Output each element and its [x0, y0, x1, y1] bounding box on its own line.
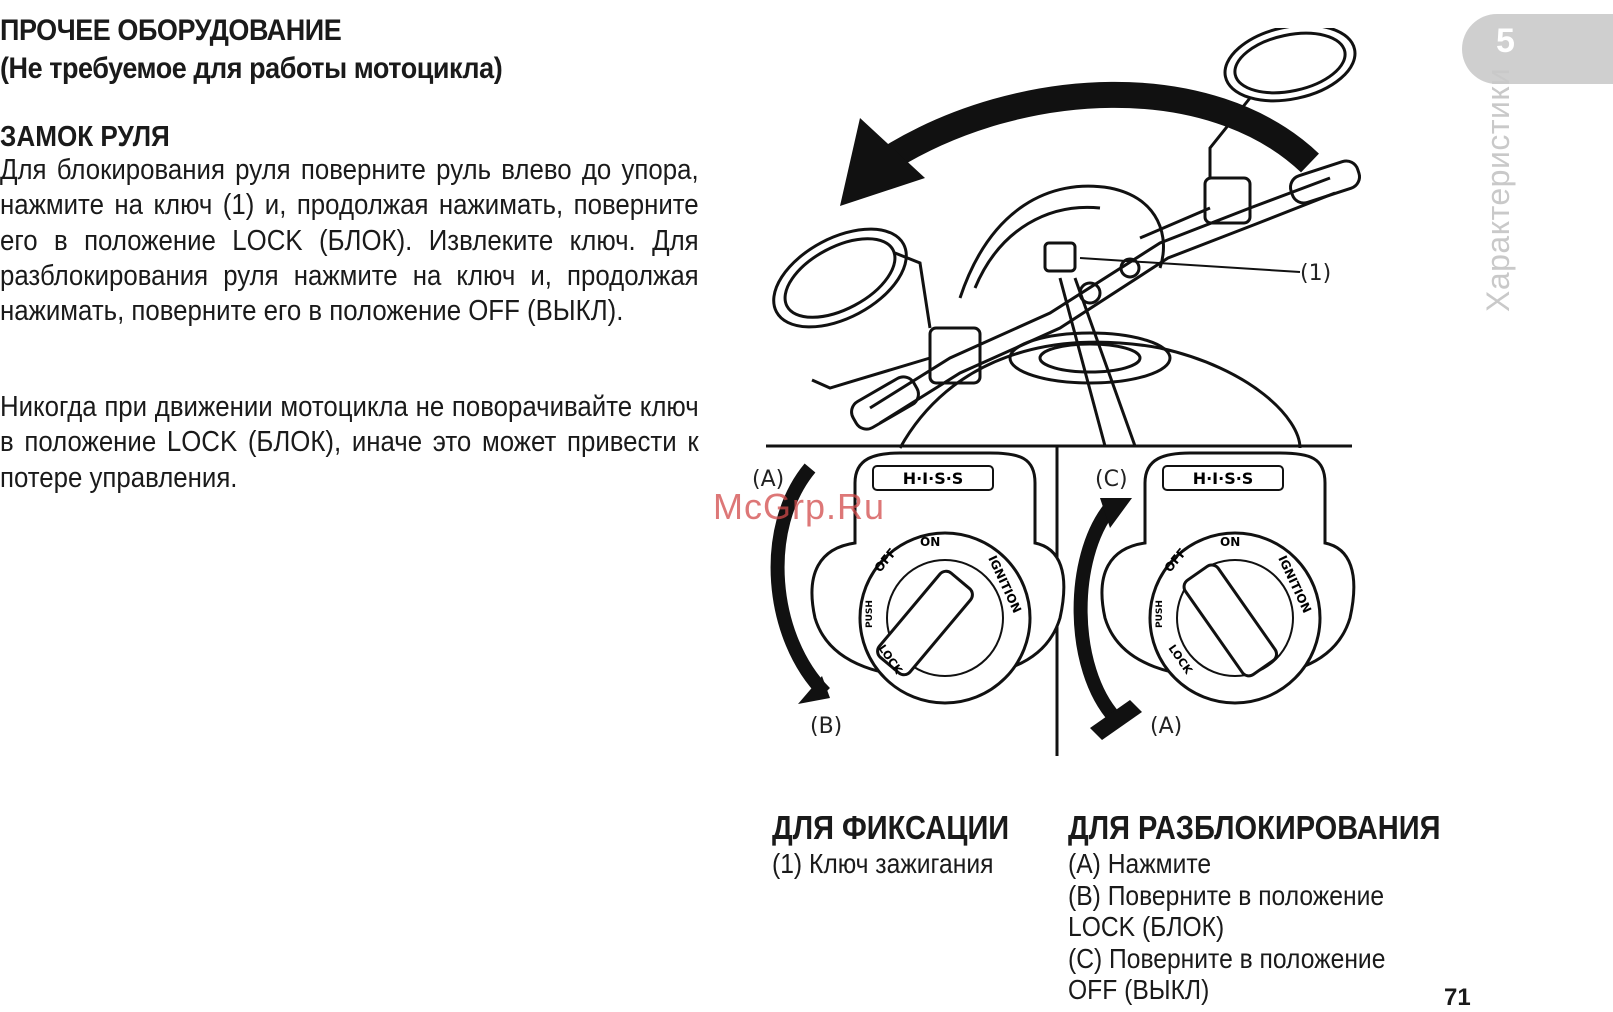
lock-switch-badge: H·I·S·S	[903, 469, 964, 488]
unlock-caption-item-c2: OFF (ВЫКЛ)	[1068, 974, 1210, 1005]
unlock-caption: ДЛЯ РАЗБЛОКИРОВАНИЯ (A) Нажмите (B) Пове…	[1068, 808, 1440, 1006]
steering-lock-heading: ЗАМОК РУЛЯ	[0, 121, 170, 153]
chapter-tab	[1462, 14, 1613, 84]
label-a-left: (A)	[752, 467, 784, 492]
page-number: 71	[1444, 984, 1471, 1011]
left-mirror	[772, 227, 908, 329]
lock-pos-on: ON	[920, 535, 940, 549]
unlock-switch-badge: H·I·S·S	[1193, 469, 1254, 488]
callout-key-label: (1)	[1300, 261, 1331, 286]
ignition-key	[1043, 241, 1077, 273]
unlock-pos-on: ON	[1220, 535, 1240, 549]
unlock-caption-heading: ДЛЯ РАЗБЛОКИРОВАНИЯ	[1068, 809, 1441, 846]
rotate-to-off-arrow	[1073, 503, 1121, 723]
lock-caption: ДЛЯ ФИКСАЦИИ (1) Ключ зажигания	[772, 808, 1009, 880]
unlock-caption-item-b1: (B) Поверните в положение	[1068, 879, 1385, 911]
unlock-caption-item-b2: LOCK (БЛОК)	[1068, 911, 1225, 942]
unlock-switch-detail: H·I·S·S ON OFF PUSH LOCK IGNITION	[1073, 451, 1356, 740]
lock-pos-push: PUSH	[865, 600, 875, 628]
turn-left-arrow	[883, 81, 1319, 173]
unlock-caption-item-a: (A) Нажмите	[1068, 848, 1212, 879]
unlock-pos-push: PUSH	[1155, 600, 1165, 628]
watermark: McGrp.Ru	[713, 486, 886, 527]
lock-caption-heading: ДЛЯ ФИКСАЦИИ	[772, 809, 1010, 846]
section-title-line1: ПРОЧЕЕ ОБОРУДОВАНИЕ	[0, 14, 342, 47]
right-mirror	[1223, 28, 1357, 103]
section-title-line2: (Не требуемое для работы мотоцикла)	[0, 52, 503, 85]
chapter-title: Характеристики	[1480, 67, 1516, 312]
rotate-to-lock-arrow	[770, 463, 831, 698]
chapter-number: 5	[1496, 22, 1515, 60]
lock-caption-item-1: (1) Ключ зажигания	[772, 848, 994, 879]
steering-lock-paragraph-2: Никогда при движении мотоцикла не повора…	[0, 391, 699, 494]
label-b: (B)	[810, 714, 842, 739]
steering-lock-paragraph-1: Для блокирования руля поверните руль вле…	[0, 154, 699, 328]
section-title: ПРОЧЕЕ ОБОРУДОВАНИЕ (Не требуемое для ра…	[0, 12, 503, 88]
label-a-right: (A)	[1150, 714, 1182, 739]
label-c: (C)	[1095, 467, 1128, 492]
lock-switch-detail: H·I·S·S ON OFF PUSH LOCK IGNITION	[770, 451, 1066, 705]
unlock-caption-item-c1: (C) Поверните в положение	[1068, 942, 1386, 974]
steering-lock-figure: (1) H·I·S·S ON OFF PUSH LOCK IGNITION (A…	[752, 28, 1361, 756]
handlebar-illustration	[772, 28, 1361, 449]
